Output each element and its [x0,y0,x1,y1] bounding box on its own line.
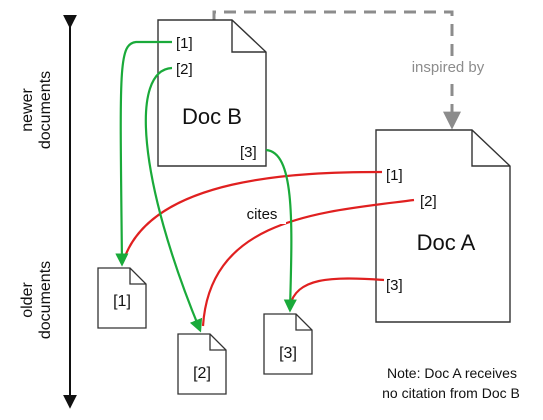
doc-b-cites-1-arrow [115,40,172,267]
inspired-by-label: inspired by [412,59,485,76]
axis-label-older-documents: documents [37,261,54,339]
note-line-2: no citation from Doc B [382,385,520,401]
cited-doc-1-fold [129,268,146,285]
doc-b-ref-1: [1] [176,35,193,52]
doc-b-ref-2: [2] [176,61,193,78]
cited-doc-3-fold [295,314,312,331]
cited-doc-1: [1] [97,267,147,329]
doc-a-cites-3-arrow [288,277,385,307]
inspired-by-label-bg [392,56,504,78]
doc-a-cites-1-arrow [121,170,383,263]
cited-doc-3: [3] [263,313,313,375]
cited-doc-1-label: [1] [113,293,131,310]
doc-b-cites-3-arrow [265,148,297,313]
axis-label-newer-documents: documents [37,71,54,149]
doc-b-title: Doc B [182,104,242,129]
cites-label: cites [247,206,278,223]
doc-b: Doc B [1] [2] [3] [157,19,267,167]
doc-b-fold [231,20,266,53]
doc-a-title: Doc A [417,230,476,255]
cited-doc-2: [2] [177,333,227,395]
axis-label-newer: newer [19,88,36,132]
axis-label-older: older [19,282,36,318]
cited-doc-2-label: [2] [193,365,211,382]
cites-label-bg [238,204,286,224]
doc-a-ref-2: [2] [420,193,437,210]
note-line-1: Note: Doc A receives [387,365,517,381]
doc-b-ref-3: [3] [240,144,257,161]
cited-doc-2-fold [209,334,226,351]
cited-doc-1-page [97,267,147,329]
doc-a-fold [471,130,510,167]
doc-b-cites-2-arrow [144,66,203,333]
doc-a-cites-2-arrow [201,198,415,327]
doc-a-page [375,129,511,323]
doc-a-ref-3: [3] [386,277,403,294]
cited-doc-3-page [263,313,313,375]
doc-a-ref-1: [1] [386,167,403,184]
cited-doc-3-label: [3] [279,345,297,362]
doc-b-page [157,19,267,167]
cited-doc-2-page [177,333,227,395]
doc-a: Doc A [1] [2] [3] [375,129,511,323]
